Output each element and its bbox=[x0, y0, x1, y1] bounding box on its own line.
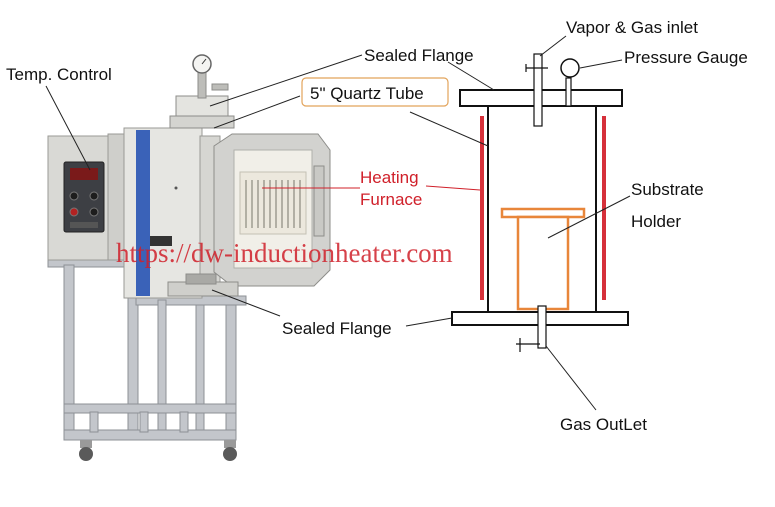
label-sealed-flange-bottom: Sealed Flange bbox=[282, 319, 392, 338]
caster-wheels bbox=[79, 440, 237, 461]
leader-gas-outlet bbox=[545, 345, 597, 411]
top-flange-assembly bbox=[169, 54, 235, 129]
label-gas-outlet: Gas OutLet bbox=[560, 415, 647, 434]
leader-vapor-gas-inlet bbox=[539, 35, 567, 57]
control-cabinet bbox=[47, 133, 127, 261]
label-temp-control: Temp. Control bbox=[6, 65, 112, 84]
gauge-circle-icon bbox=[560, 58, 580, 78]
substrate-holder bbox=[500, 207, 586, 311]
left-leader-lines bbox=[45, 54, 363, 317]
blue-stripe bbox=[136, 130, 150, 296]
label-substrate: Substrate bbox=[631, 180, 704, 199]
temp-display bbox=[70, 168, 98, 180]
label-heating: Heating bbox=[360, 168, 419, 187]
label-vapor-gas-inlet: Vapor & Gas inlet bbox=[566, 18, 698, 37]
quartz-tube-label-box bbox=[301, 77, 449, 107]
schematic-pressure-gauge bbox=[560, 58, 580, 107]
leader-pressure-gauge bbox=[579, 59, 623, 69]
leader-bottom-flange-schematic bbox=[405, 317, 453, 327]
label-quartz-tube: 5" Quartz Tube bbox=[310, 84, 424, 103]
label-holder: Holder bbox=[631, 212, 681, 231]
leader-sealed-flange-bottom bbox=[211, 289, 281, 317]
reactor-schematic bbox=[451, 53, 629, 352]
leader-quartz-tube bbox=[213, 95, 301, 129]
aluminum-frame bbox=[47, 257, 249, 441]
leader-heater-schematic bbox=[425, 185, 481, 191]
right-leader-lines bbox=[405, 35, 631, 411]
leader-quartz-tube-schematic bbox=[409, 111, 489, 147]
label-furnace: Furnace bbox=[360, 190, 422, 209]
inlet-pipe bbox=[525, 53, 548, 127]
leader-temp-control bbox=[45, 85, 91, 171]
leader-substrate-holder bbox=[547, 195, 631, 239]
bottom-flange-assembly bbox=[167, 273, 239, 297]
furnace-door-open bbox=[213, 133, 331, 287]
leader-sealed-flange-schematic bbox=[447, 61, 495, 91]
label-sealed-flange-top: Sealed Flange bbox=[364, 46, 474, 65]
furnace-apparatus bbox=[47, 54, 331, 461]
furnace-body bbox=[123, 127, 221, 299]
outlet-pipe bbox=[516, 305, 547, 352]
leader-sealed-flange-top bbox=[209, 54, 363, 107]
label-pressure-gauge: Pressure Gauge bbox=[624, 48, 748, 67]
watermark-url: https://dw-inductionheater.com bbox=[116, 238, 453, 268]
